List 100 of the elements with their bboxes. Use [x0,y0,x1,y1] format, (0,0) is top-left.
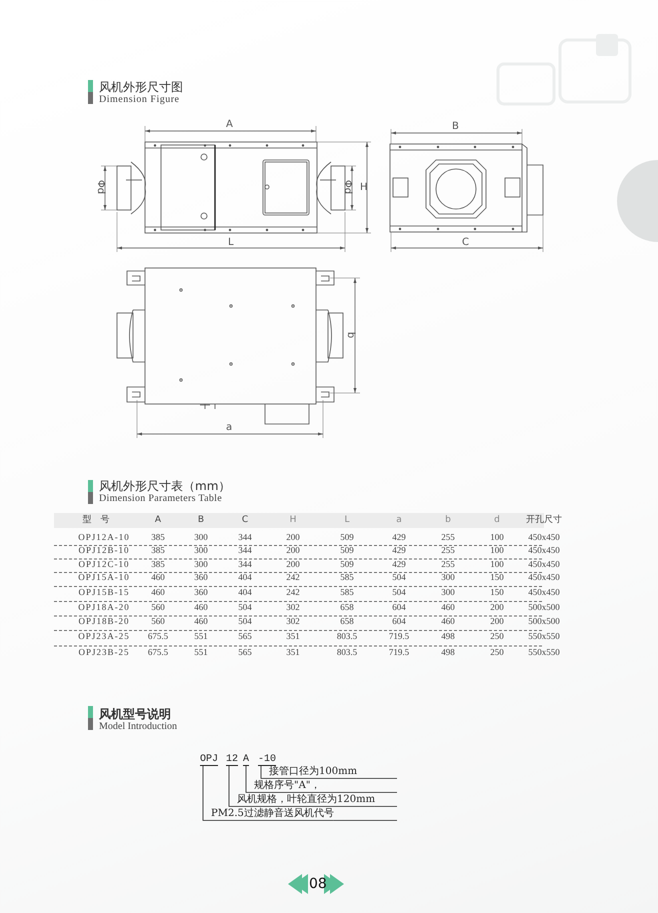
table-cell-text: 460 [440,603,456,612]
table-cell-text: OPJ23A-25 [77,632,131,641]
table-cell-text: OPJ12B-10 [77,546,130,555]
table-cell-text: 551 [193,648,209,657]
table-cell-text: 429 [391,546,407,555]
dimension-label: B [452,122,459,132]
code-explanation: PM2.5过滤静音送风机代号 [203,809,334,821]
table-cell-text: 585 [339,588,355,597]
table-cell-text: 302 [285,617,301,626]
table-cell-text: 100 [489,560,505,569]
section-heading: 风机型号说明 [99,708,171,720]
table-cell-text: 242 [285,573,301,582]
model-code-segment: -10 [258,755,276,766]
code-explanation: 接管口径为100mm [261,767,358,779]
table-cell-text: 450x450 [527,560,561,569]
table-cell-text: 719.5 [388,632,410,641]
table-cell-text: 560 [150,603,166,612]
table-cell-text: 460 [193,603,209,612]
table-cell-text: 302 [285,603,301,612]
table-cell-text: 803.5 [336,648,358,657]
table-cell-text: 255 [440,560,456,569]
table-header-cell-text: 型 号 [82,516,110,525]
table-cell-text: OPJ15B-15 [77,588,130,597]
section-subheading: Model Introduction [99,722,178,732]
table-cell-text: 460 [440,617,456,626]
table-cell-text: 450x450 [527,546,561,555]
table-cell-text: 300 [193,533,209,542]
table-cell-text: 150 [489,573,505,582]
table-cell-text: OPJ12C-10 [77,560,130,569]
table-header-cell-text: d [493,516,501,525]
table-cell-text: 460 [150,588,166,597]
leader-line [202,766,334,821]
table-cell-text: 450x450 [527,573,561,582]
table-cell-text: 560 [150,617,166,626]
code-explanation: 风机规格，叶轮直径为120mm [229,795,376,807]
table-header-cell-text: H [288,516,298,525]
table-header-cell-text: L [343,516,350,525]
table-cell-text: OPJ18B-20 [77,617,130,626]
table-cell-text: 509 [339,560,355,569]
table-cell-text: 351 [285,648,301,657]
table-cell-text: 250 [489,632,505,641]
table-cell-text: 242 [285,588,301,597]
table-cell-text: 429 [391,533,407,542]
table-cell-text: 255 [440,533,456,542]
model-code-segment: A [243,755,250,766]
section-heading: 风机外形尺寸表（mm） [99,480,230,492]
table-cell-text: OPJ15A-10 [77,573,131,582]
table-cell-text: 504 [391,573,407,582]
model-code-segment: OPJ [200,755,218,766]
table-cell-text: 604 [391,617,407,626]
table-cell-text: 100 [489,533,505,542]
table-cell-text: 344 [237,560,253,569]
table-cell-text: 351 [285,632,301,641]
table-cell-text: 460 [193,617,209,626]
model-code-segment: 12 [226,755,238,766]
table-cell-text: 658 [339,603,355,612]
table-cell-text: 509 [339,533,355,542]
table-header-cell-text: 开孔尺寸 [525,516,563,525]
table-cell-text: 250 [489,648,505,657]
table-cell-text: 200 [285,533,301,542]
table-cell-text: 585 [339,573,355,582]
section-subheading: Dimension Parameters Table [99,494,222,504]
table-cell-text: 429 [391,560,407,569]
table-cell-text: 550x550 [527,632,561,641]
table-cell-text: 504 [237,617,253,626]
table-cell-text: 509 [339,546,355,555]
table-cell-text: 360 [193,573,209,582]
table-cell-text: 300 [193,546,209,555]
table-cell-text: 498 [440,632,456,641]
table-cell-text: 404 [237,573,253,582]
dimension-label: Φd [95,180,106,194]
table-cell-text: 450x450 [527,533,561,542]
table-cell-text: 498 [440,648,456,657]
table-header-cell-text: a [395,516,403,525]
dimension-label: L [228,238,234,248]
table-cell-text: 300 [440,573,456,582]
table-cell-text: 200 [489,617,505,626]
table-cell-text: 344 [237,533,253,542]
table-cell-text: 150 [489,588,505,597]
table-cell-text: 550x550 [527,648,561,657]
table-cell-text: 100 [489,546,505,555]
table-cell-text: 200 [285,546,301,555]
table-header-cell-text: B [196,516,206,525]
dimension-label: b [345,332,356,338]
table-cell-text: 450x450 [527,588,561,597]
table-cell-text: 500x500 [527,617,561,626]
table-cell-text: 658 [339,617,355,626]
table-cell-text: 255 [440,546,456,555]
table-cell-text: 200 [285,560,301,569]
dimension-label: C [462,238,469,248]
table-cell-text: OPJ12A-10 [77,533,131,542]
section-subheading: Dimension Figure [99,95,180,105]
table-cell-text: 344 [237,546,253,555]
table-cell-text: 385 [150,560,166,569]
dimension-label: H [360,183,368,193]
table-cell-text: 300 [193,560,209,569]
table-header-cell-text: A [154,516,162,525]
table-cell-text: OPJ23B-25 [77,648,130,657]
table-cell-text: 404 [237,588,253,597]
table-cell-text: 504 [237,603,253,612]
